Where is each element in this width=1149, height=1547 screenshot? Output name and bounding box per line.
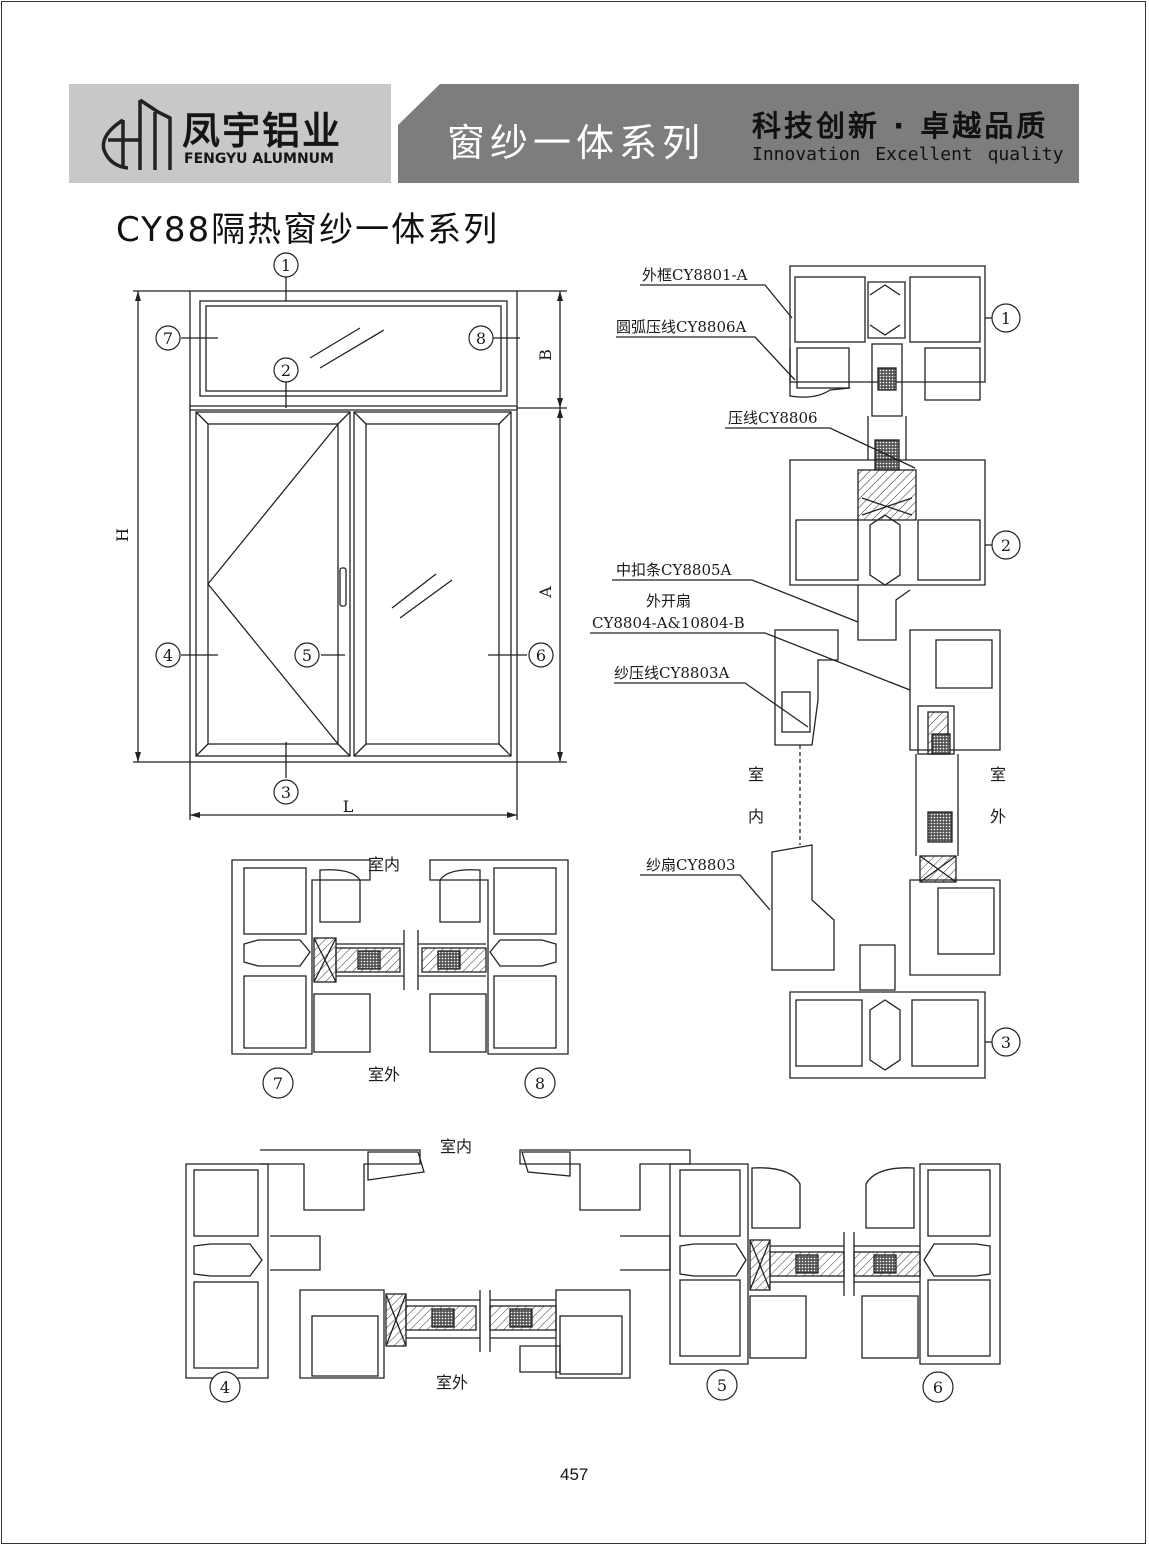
section-marker-3: 3 — [1001, 1033, 1011, 1052]
section-5-mullion — [669, 1163, 749, 1365]
dim-label-H: H — [113, 528, 132, 542]
frame-bottom-profile — [789, 991, 986, 1079]
section-marker-5: 5 — [717, 1376, 727, 1395]
section-7-frame — [231, 859, 371, 1055]
sash-profile — [909, 629, 1001, 751]
marker-8: 8 — [476, 329, 486, 348]
section-marker-2: 2 — [1001, 536, 1011, 555]
marker-5: 5 — [302, 646, 312, 665]
dim-label-A: A — [536, 586, 555, 599]
screen-bead-profile — [774, 629, 839, 746]
brand-name-en: FENGYU ALUMNUM — [184, 151, 334, 167]
section-marker-8: 8 — [535, 1074, 545, 1093]
section-marker-7: 7 — [273, 1074, 283, 1093]
indoor-char-2: 内 — [748, 807, 764, 826]
label-frame: 外框CY8801-A — [642, 266, 748, 284]
right-sash — [353, 411, 512, 757]
section-6-frame — [919, 1163, 1001, 1365]
label-sash-code: CY8804-A&10804-B — [592, 614, 745, 632]
slogan-en: Innovation Excellent quality — [752, 144, 1064, 165]
section-456-outdoor: 室外 — [436, 1373, 468, 1392]
slogan-cn: 科技创新 · 卓越品质 — [752, 109, 1049, 143]
dim-label-B: B — [536, 349, 555, 361]
handle — [339, 567, 347, 607]
series-name: 窗纱一体系列 — [447, 121, 706, 165]
section-456-indoor: 室内 — [440, 1137, 472, 1156]
outdoor-char-2: 外 — [990, 807, 1006, 826]
indoor-char-1: 室 — [748, 765, 764, 784]
label-sash: 外开扇 — [646, 592, 691, 610]
marker-7: 7 — [163, 329, 173, 348]
brand-logo-icon — [101, 98, 172, 170]
section-78-outdoor: 室外 — [368, 1065, 400, 1084]
label-screen-sash: 纱扇CY8803 — [646, 856, 736, 874]
marker-3: 3 — [281, 783, 291, 802]
marker-6: 6 — [536, 646, 546, 665]
transom-frame — [199, 300, 508, 397]
label-arc-bead: 圆弧压线CY8806A — [616, 318, 747, 336]
label-screen-bead: 纱压线CY8803A — [614, 664, 730, 682]
label-bead: 压线CY8806 — [728, 409, 818, 427]
marker-2: 2 — [281, 361, 291, 380]
screen-sash-profile — [771, 844, 835, 971]
section-78-indoor: 室内 — [368, 855, 400, 874]
section-4-frame — [185, 1163, 269, 1379]
marker-4: 4 — [163, 646, 173, 665]
frame-top-profile — [789, 265, 986, 383]
section-marker-4: 4 — [220, 1378, 230, 1397]
section-marker-6: 6 — [933, 1378, 943, 1397]
left-sash — [195, 411, 351, 757]
outer-frame — [189, 290, 518, 763]
section-marker-1: 1 — [1001, 309, 1011, 328]
dim-label-L: L — [343, 797, 354, 816]
brand-name-cn: 凤宇铝业 — [182, 109, 343, 153]
mullion-profile — [789, 459, 986, 586]
marker-1: 1 — [281, 256, 291, 275]
outdoor-char-1: 室 — [990, 765, 1006, 784]
header-series-panel — [398, 84, 1079, 183]
section-8-frame — [429, 859, 569, 1055]
page-number: 457 — [560, 1465, 589, 1484]
page-title: CY88隔热窗纱一体系列 — [116, 210, 500, 250]
label-mullion-strip: 中扣条CY8805A — [616, 561, 732, 579]
